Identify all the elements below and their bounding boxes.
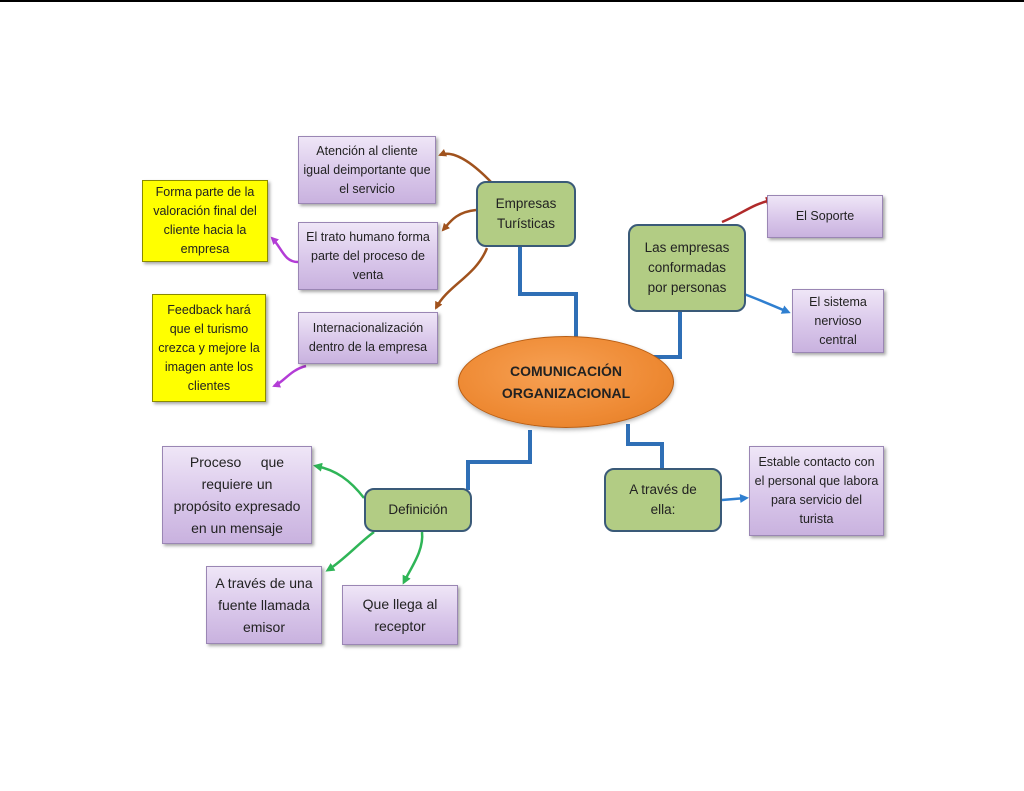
arrow-definicion-proceso <box>313 462 365 499</box>
empresas-turisticas-node: Empresas Turísticas <box>476 181 576 247</box>
fuente-box: A través de una fuente llamada emisor <box>206 566 322 644</box>
definicion-label: Definición <box>388 502 448 517</box>
contacto-box: Estable contacto con el personal que lab… <box>749 446 884 536</box>
atencion-text: Atención al cliente igual deimportante q… <box>303 143 431 196</box>
feedback-box: Feedback hará que el turismo crezca y me… <box>152 294 266 402</box>
definicion-node: Definición <box>364 488 472 532</box>
center-line-1: COMUNICACIÓN <box>509 363 622 379</box>
receptor-box: Que llega al receptor <box>342 585 458 645</box>
connector-center-traves <box>626 424 664 470</box>
feedback-text: Feedback hará que el turismo crezca y me… <box>158 302 260 393</box>
arrow-definicion-fuente <box>325 530 375 572</box>
receptor-text: Que llega al receptor <box>362 596 438 634</box>
sistema-text: El sistema nervioso central <box>809 294 867 347</box>
connector-center-definicion <box>466 430 532 490</box>
valoracion-text: Forma parte de la valoración final del c… <box>153 185 257 256</box>
traves-node: A través de ella: <box>604 468 722 532</box>
empresas-turisticas-label: Empresas Turísticas <box>495 196 557 231</box>
soporte-text: El Soporte <box>795 209 855 223</box>
trato-box: El trato humano forma parte del proceso … <box>298 222 438 290</box>
arrow-empresas-internac <box>434 247 489 310</box>
arrow-empresas-atencion <box>438 149 493 184</box>
trato-text: El trato humano forma parte del proceso … <box>306 229 430 282</box>
sistema-box: El sistema nervioso central <box>792 289 884 353</box>
contacto-text: Estable contacto con el personal que lab… <box>754 455 879 526</box>
proceso-box: Proceso que requiere un propósito expres… <box>162 446 312 544</box>
fuente-text: A través de una fuente llamada emisor <box>215 575 313 635</box>
soporte-box: El Soporte <box>767 195 883 238</box>
personas-node: Las empresas conformadas por personas <box>628 224 746 312</box>
proceso-text: Proceso que requiere un propósito expres… <box>173 454 305 536</box>
arrow-traves-contacto <box>721 494 749 503</box>
top-border-line <box>0 0 1024 2</box>
connector-center-empresas <box>518 246 578 340</box>
personas-label: Las empresas conformadas por personas <box>644 240 730 295</box>
valoracion-box: Forma parte de la valoración final del c… <box>142 180 268 262</box>
connector-center-personas <box>650 312 682 359</box>
internacionalizacion-text: Internacionalización dentro de la empres… <box>308 321 428 354</box>
arrow-definicion-receptor <box>402 531 424 585</box>
arrow-empresas-trato <box>441 208 477 232</box>
center-line-2: ORGANIZACIONAL <box>501 385 631 401</box>
center-node: COMUNICACIÓN ORGANIZACIONAL <box>458 336 674 428</box>
internacionalizacion-box: Internacionalización dentro de la empres… <box>298 312 438 364</box>
arrow-trato-valoracion <box>270 236 299 264</box>
atencion-box: Atención al cliente igual deimportante q… <box>298 136 436 204</box>
traves-label: A través de ella: <box>629 482 697 517</box>
arrow-internac-feedback <box>272 364 307 388</box>
arrow-personas-soporte <box>721 196 775 224</box>
arrow-personas-sistema <box>743 292 791 314</box>
